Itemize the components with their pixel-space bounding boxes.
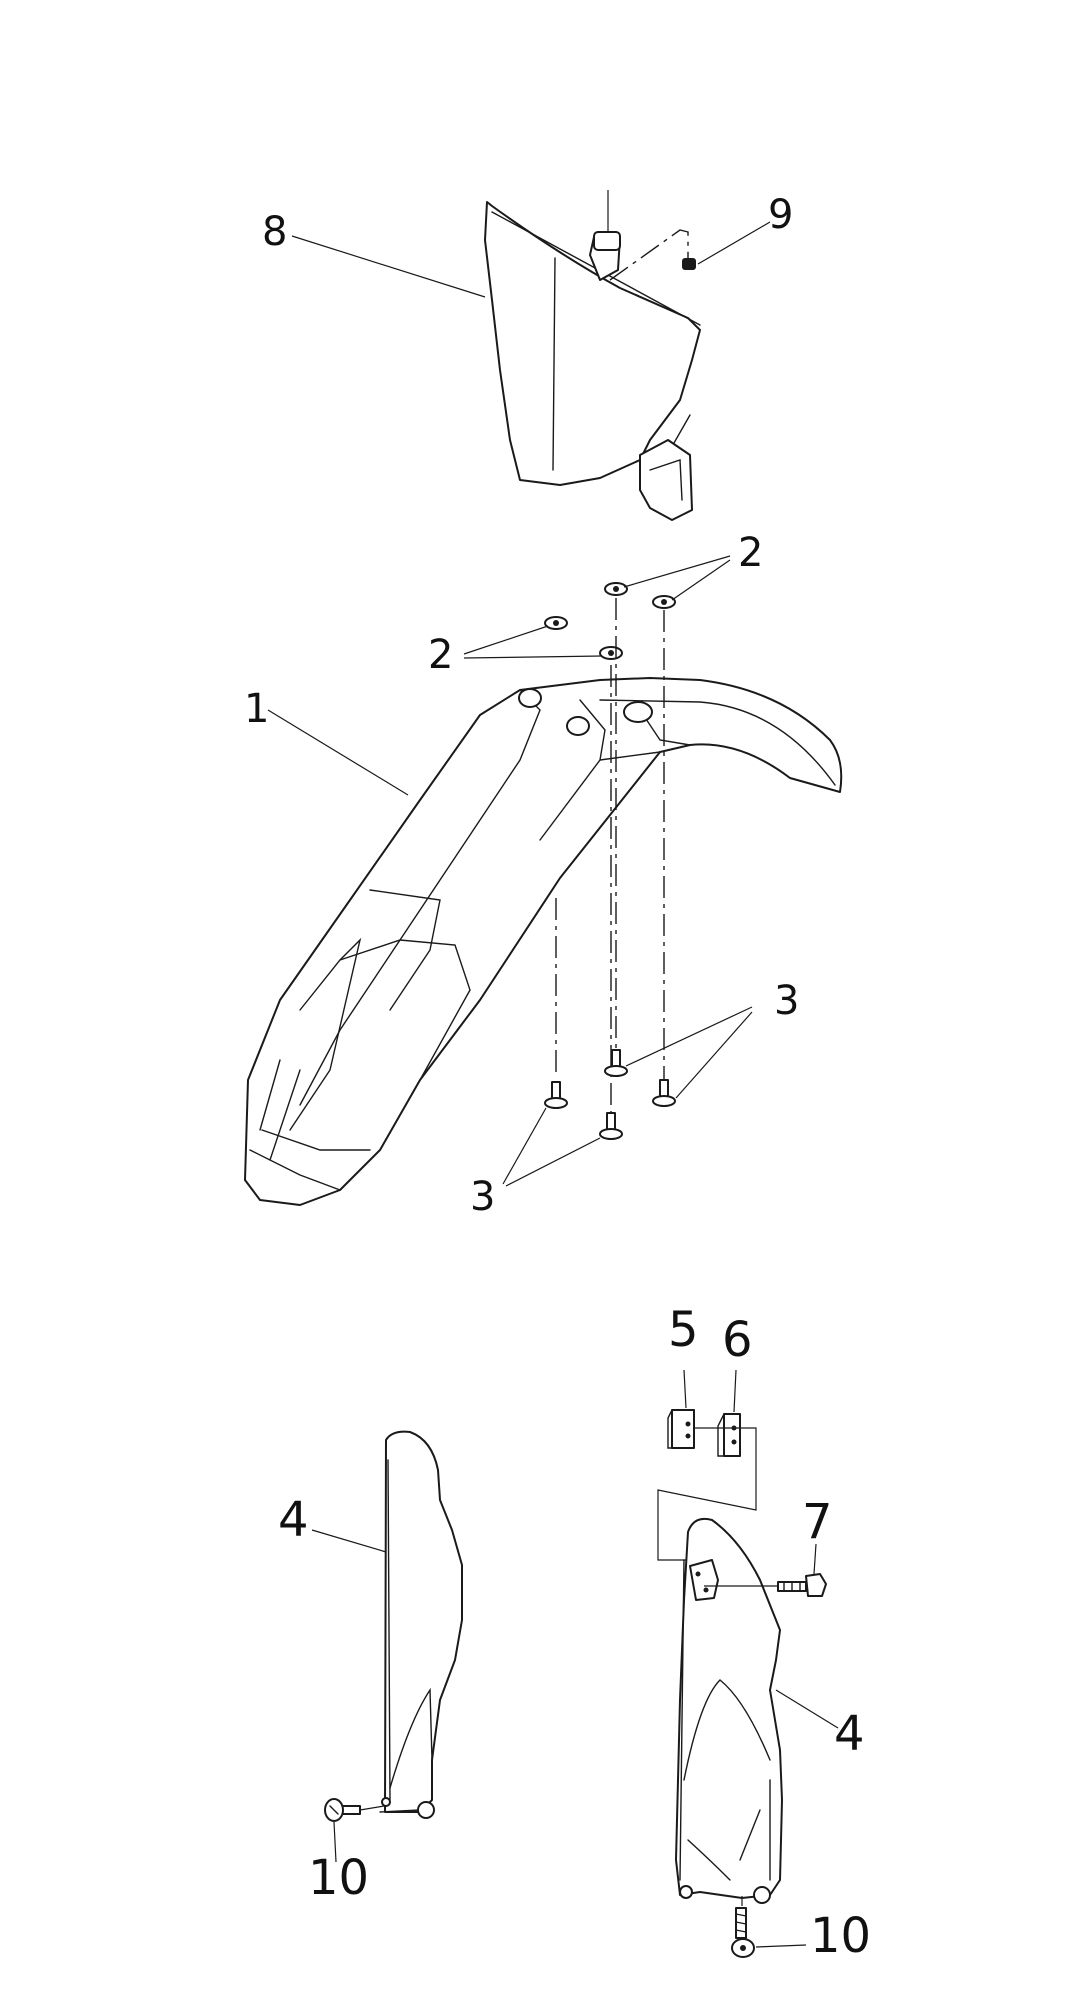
part-4-fork-guard-left	[379, 1430, 463, 1819]
leader-4-left	[311, 1529, 387, 1553]
part-8-front-number-plate	[484, 190, 701, 521]
part-4-fork-guard-right	[675, 1517, 783, 1904]
callout-10-right: 10	[810, 1908, 871, 1964]
screw-3b	[604, 1049, 628, 1077]
callout-8: 8	[262, 209, 287, 255]
part-3-screws	[544, 1049, 676, 1140]
part-5-clip	[667, 1409, 695, 1449]
callout-7: 7	[802, 1494, 833, 1550]
mounting-axis-lines	[555, 598, 665, 1115]
leader-6	[733, 1369, 737, 1413]
leader-10-right	[755, 1944, 807, 1948]
leader-10-left-b	[359, 1805, 385, 1811]
leader-9	[697, 221, 771, 265]
screw-3a	[544, 1081, 568, 1109]
part-6-clip	[717, 1413, 741, 1457]
leader-5	[683, 1369, 687, 1409]
leader-7	[813, 1543, 817, 1575]
clip-assembly-outline	[657, 1427, 757, 1561]
leaders-3	[502, 1006, 753, 1187]
callout-1: 1	[244, 686, 269, 732]
callout-2-top: 2	[738, 530, 763, 576]
leader-10-left	[333, 1821, 337, 1863]
callout-5: 5	[668, 1302, 699, 1358]
part-1-front-fender	[244, 677, 843, 1206]
leader-8	[291, 235, 486, 298]
callout-4-left: 4	[278, 1492, 309, 1548]
callout-10-left: 10	[308, 1850, 369, 1906]
callout-2-left: 2	[428, 632, 453, 678]
part-9-nut	[682, 258, 696, 270]
leader-1	[267, 709, 409, 796]
part-2-grommets	[544, 582, 676, 660]
callout-9: 9	[768, 192, 793, 238]
leader-4-right	[775, 1689, 839, 1729]
callout-3-right: 3	[774, 978, 799, 1024]
callout-6: 6	[722, 1312, 753, 1368]
callout-3-bottom: 3	[470, 1174, 495, 1220]
part-10-bolt-left	[324, 1798, 361, 1822]
part-10-bolt-right	[731, 1907, 755, 1958]
leaders-2	[463, 555, 731, 659]
screw-3c	[652, 1079, 676, 1107]
callout-4-right: 4	[834, 1706, 865, 1762]
screw-3d	[599, 1112, 623, 1140]
part-7-bolt	[777, 1573, 827, 1597]
